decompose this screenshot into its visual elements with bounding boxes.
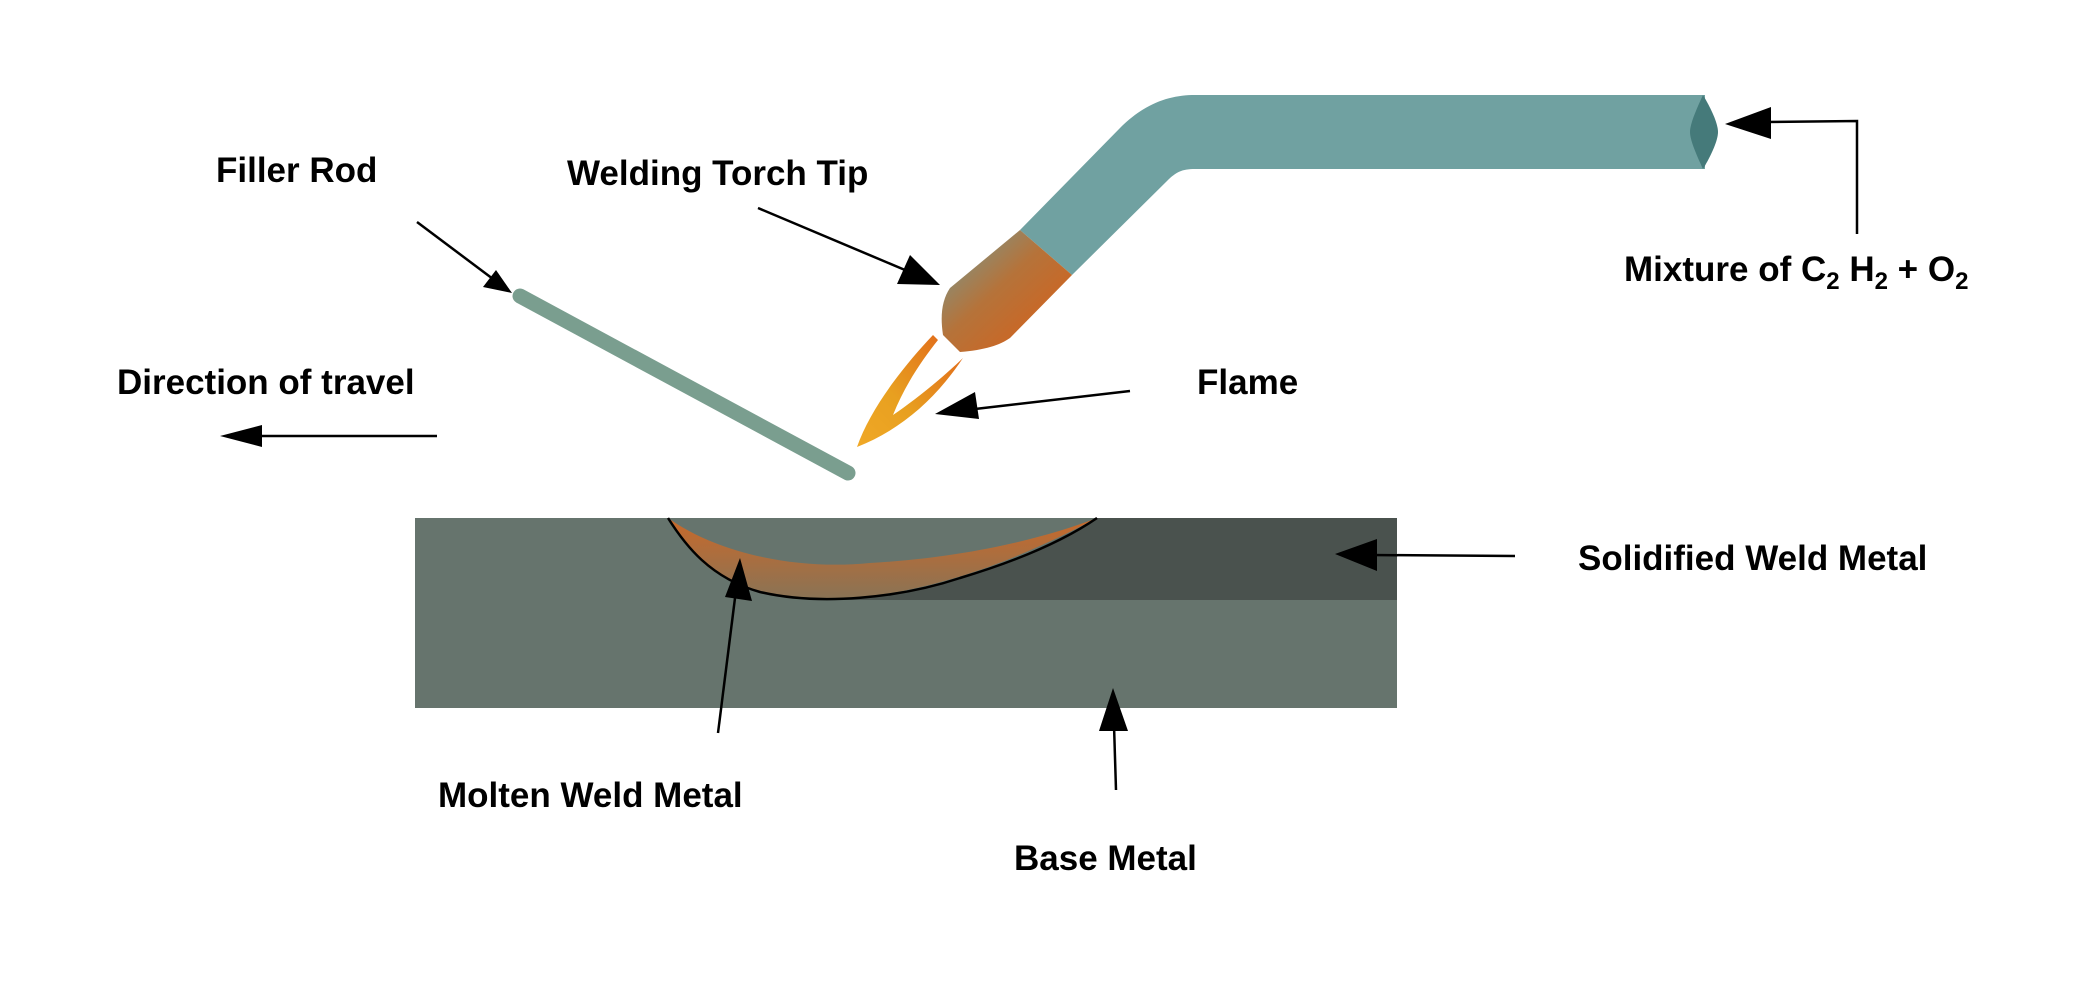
label-mixture: Mixture of C2 H2 + O2 <box>1624 250 1968 294</box>
torch-tip <box>941 230 1072 352</box>
arrow-flame <box>935 389 1131 419</box>
flame <box>857 335 963 447</box>
arrow-solidified <box>1335 539 1516 571</box>
arrow-molten <box>716 558 752 734</box>
label-flame: Flame <box>1197 363 1299 402</box>
mixture-mid-1: H <box>1839 250 1875 289</box>
arrow-filler-rod <box>416 221 512 293</box>
molten-weld-pool <box>668 518 1097 599</box>
weld-boundary-line <box>666 516 1098 601</box>
label-molten-weld-metal: Molten Weld Metal <box>438 776 743 815</box>
torch-end-cap <box>1690 95 1718 169</box>
label-welding-torch-tip: Welding Torch Tip <box>567 154 869 193</box>
label-direction-of-travel: Direction of travel <box>117 363 415 402</box>
mixture-mid-2: + O <box>1887 250 1956 289</box>
arrow-torch-tip <box>757 206 940 285</box>
mixture-prefix: Mixture of C <box>1624 250 1827 289</box>
solidified-weld-metal <box>835 518 1397 600</box>
mixture-subscript-2: 2 <box>1874 268 1888 295</box>
label-filler-rod: Filler Rod <box>216 151 378 190</box>
arrow-direction-of-travel <box>220 425 437 447</box>
mixture-subscript-1: 2 <box>1826 268 1840 295</box>
torch-body <box>1020 95 1705 275</box>
arrow-base-metal <box>1099 688 1128 791</box>
label-solidified-weld-metal: Solidified Weld Metal <box>1578 539 1928 578</box>
label-base-metal: Base Metal <box>1014 839 1197 878</box>
arrow-mixture <box>1725 107 1859 234</box>
mixture-subscript-3: 2 <box>1955 268 1969 295</box>
filler-rod <box>512 288 856 481</box>
